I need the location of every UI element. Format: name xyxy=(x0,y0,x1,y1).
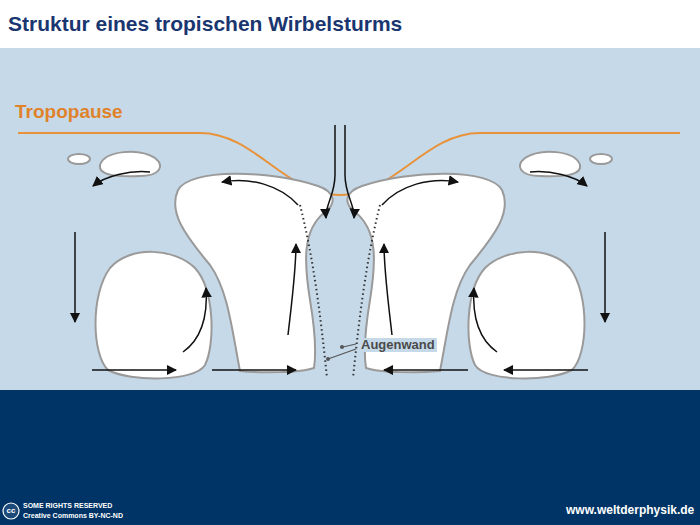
cloud-half xyxy=(68,125,335,378)
sky xyxy=(0,48,700,390)
eye-wall-line xyxy=(300,205,327,378)
flow-arrows xyxy=(75,125,335,370)
cc-logo xyxy=(3,503,19,519)
license-line: SOME RIGHTS RESERVED xyxy=(23,502,112,510)
eyewall-label: Augenwand xyxy=(359,338,437,352)
cc-logo-text: cc xyxy=(7,507,16,516)
ocean xyxy=(0,390,700,525)
small-cloud xyxy=(68,154,90,164)
low-cloud xyxy=(96,252,212,379)
leader-lines xyxy=(328,344,356,359)
license-line: Creative Commons BY-NC-ND xyxy=(23,512,123,520)
watermark: www.weltderphysik.de xyxy=(566,504,694,517)
leader-dot xyxy=(326,357,330,361)
title: Struktur eines tropischen Wirbelsturms xyxy=(8,12,402,35)
leader-dot xyxy=(340,345,344,349)
tropopause-label: Tropopause xyxy=(15,102,123,123)
